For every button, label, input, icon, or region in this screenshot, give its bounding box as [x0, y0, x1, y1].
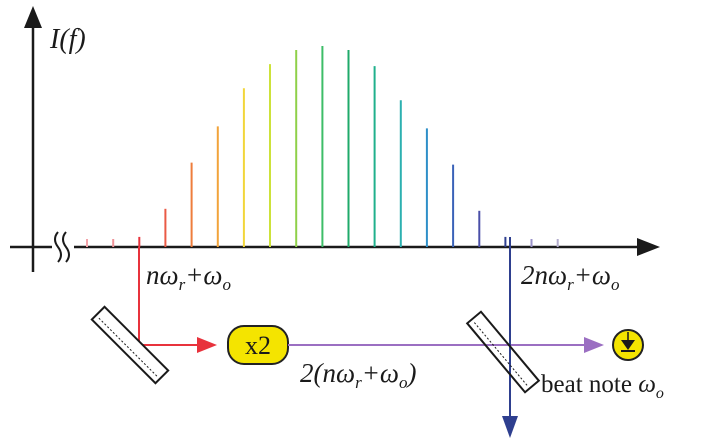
- high-beam-arrowhead: [502, 416, 518, 438]
- photodetector-icon: [612, 329, 644, 361]
- frequency-doubler: x2: [227, 325, 289, 365]
- label-n-omega: nωr+ωo: [146, 260, 231, 294]
- beamsplitter: [465, 310, 541, 394]
- steering-mirror: [90, 305, 170, 385]
- doubler-label: x2: [245, 331, 271, 360]
- axis-break-icon: [52, 230, 74, 264]
- comb-teeth: [86, 46, 559, 247]
- x-axis-arrowhead: [637, 238, 660, 256]
- label-doubled-frequency: 2(nωr+ωo): [300, 358, 416, 392]
- y-axis-label: I(f): [49, 24, 86, 55]
- low-beam-arrowhead: [197, 337, 217, 353]
- label-beat-note: beat note ωo: [541, 371, 664, 402]
- y-axis-arrowhead: [24, 6, 42, 28]
- doubled-beam-arrowhead: [584, 337, 604, 353]
- label-2n-omega: 2nωr+ωo: [521, 260, 620, 294]
